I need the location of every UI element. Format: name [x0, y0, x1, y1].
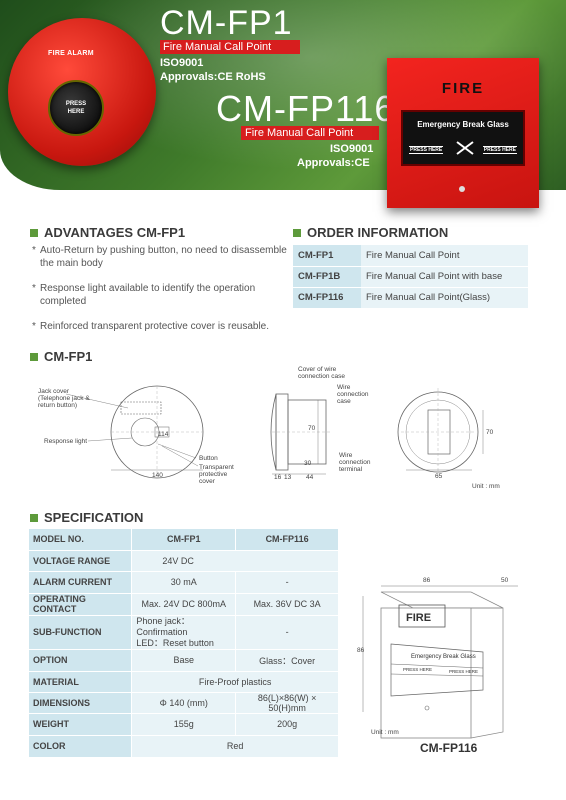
dimension-label: 65 [435, 473, 443, 480]
drawing-label: terminal [339, 466, 363, 473]
screw-icon [459, 186, 465, 192]
unit-label: Unit : mm [371, 729, 399, 736]
fire-alarm-label: FIRE ALARM [48, 50, 94, 57]
drawing-label: Jack cover [38, 388, 70, 395]
advantages-list: Auto-Return by pushing button, no need t… [32, 244, 294, 345]
product2-iso: ISO9001 [330, 143, 374, 155]
fire-label: FIRE [441, 80, 485, 97]
table-row: OPERATING CONTACT Max. 24V DC 800mA Max.… [29, 593, 339, 616]
dimension-label: 114 [158, 431, 169, 438]
cross-icon [456, 141, 474, 155]
press-here-label: PRESS HERE [449, 669, 478, 674]
product2-approvals: Approvals:CE [297, 157, 370, 169]
square-call-point-image: FIRE Emergency Break Glass PRESS HERE PR… [387, 58, 539, 208]
cm-fp116-caption: CM-FP116 [420, 741, 478, 755]
drawing-label: Button [199, 455, 218, 462]
dimension-label: 16 [274, 474, 282, 481]
drawing-label: Wire [337, 384, 351, 391]
table-row: DIMENSIONS Φ 140 (mm) 86(L)×86(W) × 50(H… [29, 692, 339, 714]
advantage-item: Response light available to identify the… [32, 282, 294, 308]
advantages-heading: ADVANTAGES CM-FP1 [30, 225, 185, 240]
drawing-label: Cover of wire [298, 366, 337, 373]
table-row: MODEL NO. CM-FP1 CM-FP116 [29, 529, 339, 551]
dimension-label: 86 [357, 647, 365, 654]
product1-model: CM-FP1 [160, 4, 293, 42]
drawing-label: cover [199, 478, 216, 485]
drawing-label: (Telephone jack & [38, 395, 90, 402]
drawing-label: case [337, 398, 351, 405]
dimension-label: 13 [284, 474, 292, 481]
advantage-item: Reinforced transparent protective cover … [32, 320, 302, 333]
table-row: ALARM CURRENT 30 mA - [29, 571, 339, 594]
drawing-label: connection [337, 391, 369, 398]
drawing-label: protective [199, 471, 228, 478]
square-bullet-icon [30, 513, 38, 522]
drawing-label: Response light [44, 438, 87, 445]
product1-approvals: Approvals:CE RoHS [160, 71, 266, 83]
product2-name: Fire Manual Call Point [241, 126, 379, 140]
dimension-label: 30 [304, 460, 312, 467]
dimension-label: 70 [486, 429, 494, 436]
break-glass-panel: Emergency Break Glass PRESS HERE PRESS H… [401, 110, 525, 166]
order-heading: ORDER INFORMATION [293, 225, 448, 240]
table-row: COLOR Red [29, 735, 339, 758]
drawing-label: connection [339, 459, 371, 466]
drawing-label: Wire [339, 452, 353, 459]
press-here-label: PRESS HERE [403, 667, 432, 672]
table-row: VOLTAGE RANGE 24V DC [29, 550, 339, 572]
cm-fp1-technical-drawings: Jack cover (Telephone jack & return butt… [38, 366, 500, 490]
square-bullet-icon [30, 228, 38, 237]
table-row: WEIGHT 155g 200g [29, 713, 339, 736]
unit-label: Unit : mm [472, 483, 500, 490]
table-row: OPTION Base Glass：Cover [29, 649, 339, 672]
spec-table: MODEL NO. CM-FP1 CM-FP116 VOLTAGE RANGE … [29, 529, 339, 758]
cm-fp116-technical-drawing: 86 50 86 FIRE Emergency Break Glass PRES… [357, 577, 518, 739]
product1-name: Fire Manual Call Point [160, 40, 300, 54]
drawing-label: return button) [38, 402, 77, 409]
dimension-label: 50 [501, 577, 509, 584]
product2-model: CM-FP116 [216, 88, 396, 129]
dimension-label: 140 [152, 472, 163, 479]
dimension-label: 86 [423, 577, 431, 584]
table-row: MATERIAL Fire-Proof plastics [29, 671, 339, 693]
square-bullet-icon [293, 228, 301, 237]
advantage-item: Auto-Return by pushing button, no need t… [32, 244, 294, 270]
product1-iso: ISO9001 [160, 57, 204, 69]
drawing-heading: CM-FP1 [30, 349, 92, 364]
drawing-label: Transparent [199, 464, 234, 471]
spec-heading: SPECIFICATION [30, 510, 143, 525]
glass-text: Emergency Break Glass [411, 654, 476, 660]
fire-label: FIRE [406, 612, 431, 624]
dimension-label: 70 [308, 425, 316, 432]
drawing-label: connection case [298, 373, 345, 380]
square-bullet-icon [30, 352, 38, 361]
dimension-label: 44 [306, 474, 314, 481]
